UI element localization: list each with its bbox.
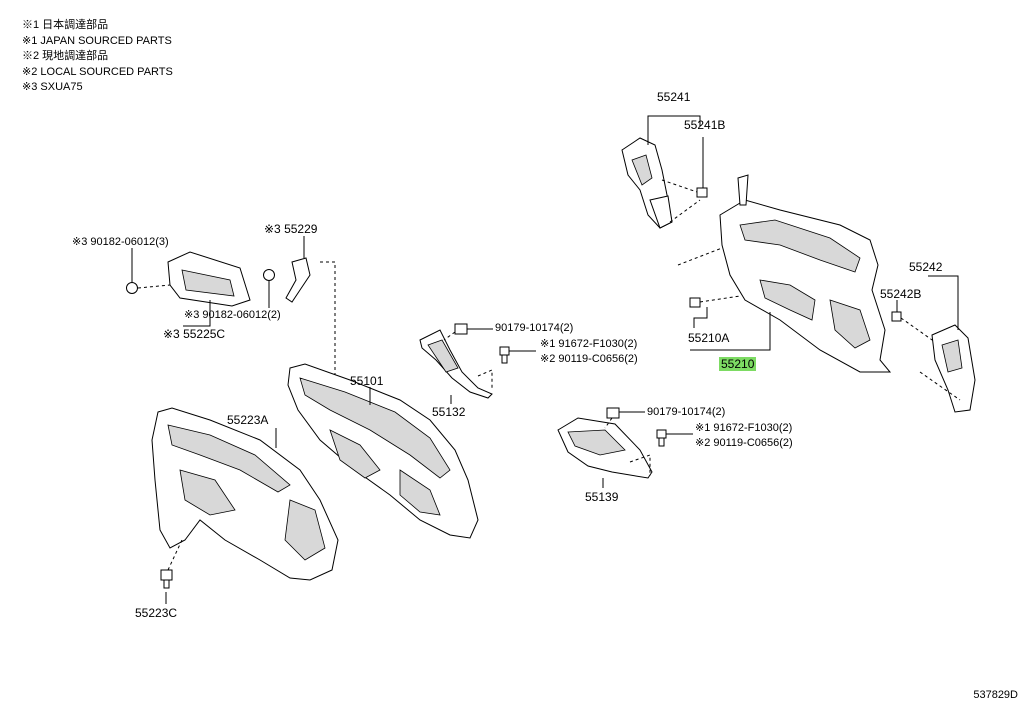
nut-90182-left[interactable] [126, 282, 138, 294]
part-55241-bracket[interactable] [621, 137, 673, 229]
clip-90179-lower[interactable] [606, 407, 620, 419]
label-90119-lower[interactable]: ※2 90119-C0656(2) [695, 437, 793, 449]
note-line: ※2 現地調達部品 [22, 50, 109, 62]
part-55132-cover[interactable] [419, 329, 493, 399]
label-55229[interactable]: ※3 55229 [264, 222, 318, 236]
clip-55223c[interactable] [160, 569, 173, 589]
part-55229-bracket[interactable] [285, 257, 311, 303]
label-90119-upper[interactable]: ※2 90119-C0656(2) [540, 353, 638, 365]
label-55241[interactable]: 55241 [657, 90, 691, 104]
note-line: ※2 LOCAL SOURCED PARTS [22, 65, 173, 78]
label-91672-lower[interactable]: ※1 91672-F1030(2) [695, 422, 793, 434]
label-55223a[interactable]: 55223A [227, 413, 269, 427]
label-55139[interactable]: 55139 [585, 490, 619, 504]
label-55241b[interactable]: 55241B [684, 118, 726, 132]
label-55242[interactable]: 55242 [909, 260, 943, 274]
part-55223a-silencer[interactable] [151, 407, 339, 581]
nut-90182-right[interactable] [263, 269, 275, 281]
label-91672-upper[interactable]: ※1 91672-F1030(2) [540, 338, 638, 350]
bolt-91672-lower[interactable] [656, 429, 667, 447]
label-55225c[interactable]: ※3 55225C [163, 327, 226, 341]
label-55101[interactable]: 55101 [350, 374, 384, 388]
label-90182-right[interactable]: ※3 90182-06012(2) [184, 309, 281, 321]
bolt-55242b[interactable] [891, 311, 902, 322]
label-90182-left[interactable]: ※3 90182-06012(3) [72, 236, 169, 248]
bolt-55241b[interactable] [696, 187, 708, 198]
note-line: ※1 日本調達部品 [22, 19, 109, 31]
label-55132[interactable]: 55132 [432, 405, 466, 419]
note-line: ※1 JAPAN SOURCED PARTS [22, 34, 172, 47]
label-55210-highlighted[interactable]: 55210 [719, 357, 757, 371]
part-55210-insulator[interactable] [719, 174, 892, 373]
part-55101-panel[interactable] [287, 363, 479, 539]
part-55242-bracket[interactable] [931, 324, 976, 413]
part-55225c-bracket[interactable] [167, 251, 251, 307]
label-90179-upper[interactable]: 90179-10174(2) [495, 322, 574, 334]
label-55210a[interactable]: 55210A [688, 331, 730, 345]
note-line: ※3 SXUA75 [22, 81, 83, 93]
clip-90179-upper[interactable] [454, 323, 468, 335]
part-55139-cover[interactable] [557, 417, 653, 479]
clip-55210a[interactable] [689, 297, 701, 308]
diagram-id: 537829D [973, 689, 1018, 701]
label-55223c[interactable]: 55223C [135, 606, 178, 620]
label-55242b[interactable]: 55242B [880, 287, 922, 301]
sourcing-notes: ※1 日本調達部品 ※1 JAPAN SOURCED PARTS ※2 現地調達… [22, 18, 173, 96]
label-90179-lower[interactable]: 90179-10174(2) [647, 406, 726, 418]
bolt-91672-upper[interactable] [499, 346, 510, 364]
